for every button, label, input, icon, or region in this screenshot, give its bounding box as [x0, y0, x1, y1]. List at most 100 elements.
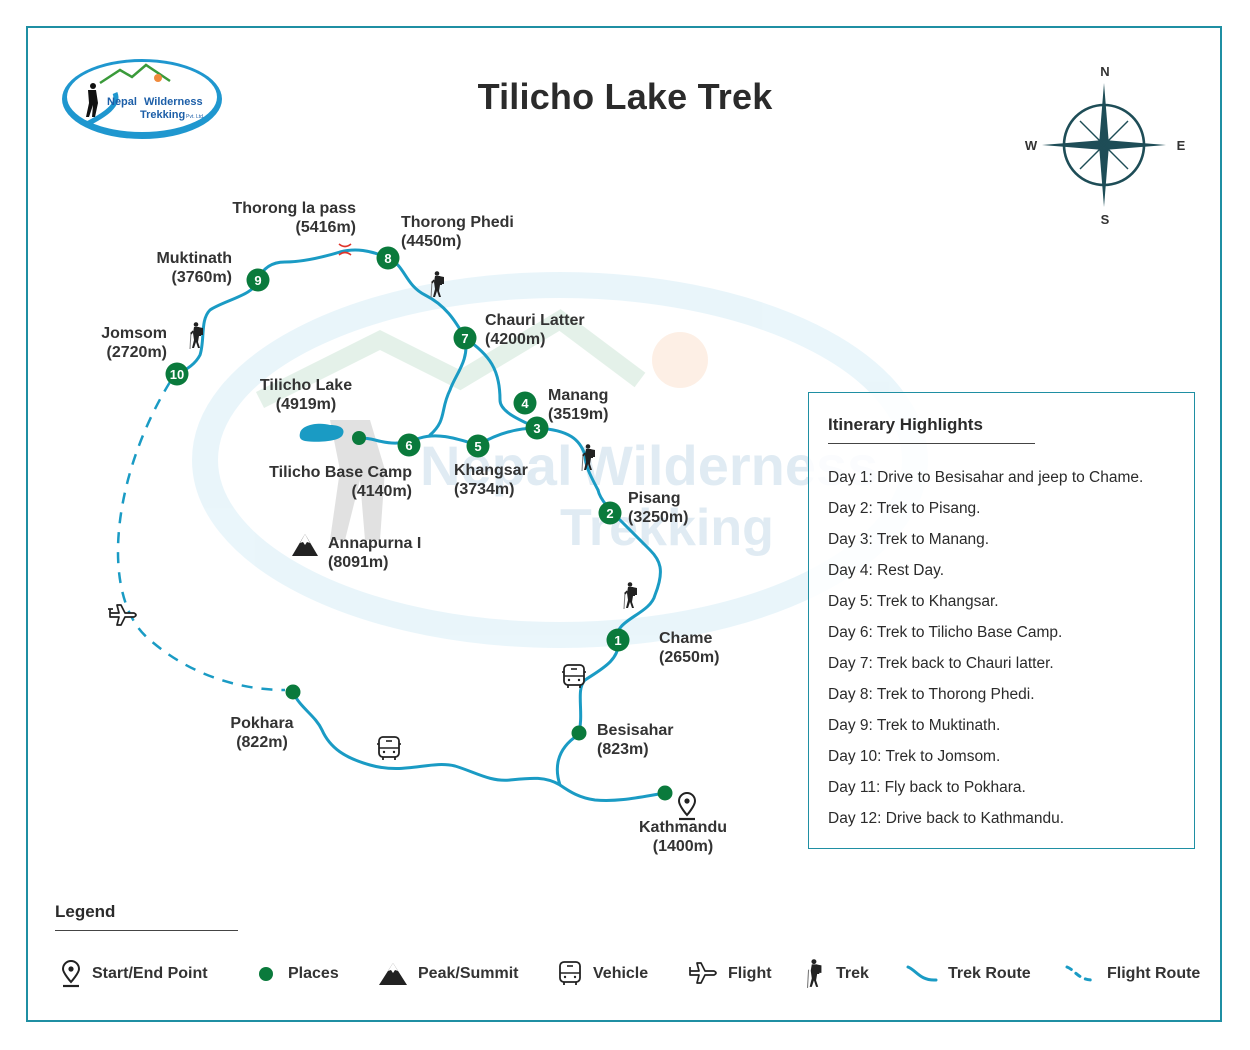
logo-line3: Trekking — [140, 109, 185, 121]
legend-places: Places — [258, 960, 339, 988]
bus-icon — [561, 664, 587, 689]
label-manang: Manang (3519m) — [548, 386, 608, 424]
trek-route-icon — [906, 965, 938, 982]
place-altitude: (823m) — [597, 741, 649, 758]
legend-trek-route: Trek Route — [906, 960, 1031, 988]
legend-peak: Peak/Summit — [378, 960, 518, 988]
plane-icon — [107, 604, 137, 626]
pin-icon — [677, 792, 697, 821]
place-altitude: (822m) — [236, 734, 288, 751]
place-altitude: (4140m) — [351, 483, 412, 500]
itinerary-day: Day 3: Trek to Manang. — [828, 531, 990, 548]
place-name: Pisang — [628, 490, 681, 507]
place-name: Khangsar — [454, 462, 528, 479]
marker-number: 1 — [614, 633, 621, 648]
label-thorong-la-pass: Thorong la pass (5416m) — [222, 199, 356, 237]
itinerary-list: Day 1: Drive to Besisahar and jeep to Ch… — [828, 468, 1143, 840]
place-altitude: (3519m) — [548, 406, 609, 423]
plane-icon — [689, 962, 717, 984]
marker-day-9[interactable]: 9 — [246, 268, 270, 292]
place-name: Annapurna I — [328, 535, 422, 552]
pass-icon — [338, 243, 352, 256]
tilicho-lake-shape — [299, 423, 344, 442]
label-kathmandu: Kathmandu (1400m) — [632, 818, 734, 856]
itinerary-day: Day 5: Trek to Khangsar. — [828, 593, 999, 610]
peak-icon — [379, 963, 407, 985]
label-tilicho-lake: Tilicho Lake (4919m) — [252, 376, 360, 414]
label-jomsom: Jomsom (2720m) — [85, 324, 167, 362]
legend-flight-route: Flight Route — [1065, 960, 1200, 988]
label-annapurna-i: Annapurna I (8091m) — [328, 534, 421, 572]
place-name: Chame — [659, 630, 713, 647]
legend-vehicle: Vehicle — [557, 960, 648, 988]
itinerary-title: Itinerary Highlights — [828, 415, 983, 434]
logo-line1: Nepal — [107, 96, 137, 108]
marker-besisahar[interactable] — [571, 725, 587, 741]
label-besisahar: Besisahar (823m) — [597, 721, 674, 759]
legend-label: Places — [288, 965, 339, 982]
marker-day-2[interactable]: 2 — [598, 501, 622, 525]
label-chame: Chame (2650m) — [659, 629, 719, 667]
compass-rose-icon — [1042, 83, 1166, 207]
itinerary-day: Day 10: Trek to Jomsom. — [828, 748, 1001, 765]
legend-start-end: Start/End Point — [60, 960, 208, 988]
legend-label: Start/End Point — [92, 965, 208, 982]
legend-title: Legend — [55, 902, 116, 921]
label-muktinath: Muktinath (3760m) — [140, 249, 232, 287]
marker-day-5[interactable]: 5 — [466, 434, 490, 458]
itinerary-day: Day 11: Fly back to Pokhara. — [828, 779, 1026, 796]
logo-line2: Wilderness — [144, 96, 203, 108]
marker-number: 6 — [405, 438, 412, 453]
place-name: Pokhara — [230, 715, 294, 732]
label-khangsar: Khangsar (3734m) — [454, 461, 528, 499]
marker-day-8[interactable]: 8 — [376, 246, 400, 270]
marker-day-1[interactable]: 1 — [606, 628, 630, 652]
itinerary-day: Day 12: Drive back to Kathmandu. — [828, 810, 1065, 827]
marker-tilicho-base-dot[interactable] — [352, 431, 366, 445]
marker-day-7[interactable]: 7 — [453, 326, 477, 350]
place-name: Kathmandu — [639, 819, 727, 836]
marker-pokhara[interactable] — [285, 684, 301, 700]
marker-number: 7 — [461, 331, 468, 346]
place-altitude: (2720m) — [106, 344, 167, 361]
company-logo: Nepal Wilderness Trekking Pvt. Ltd. — [62, 59, 222, 139]
place-altitude: (4919m) — [275, 396, 337, 413]
legend-label: Flight — [728, 965, 772, 982]
itinerary-day: Day 6: Trek to Tilicho Base Camp. — [828, 624, 1063, 641]
marker-number: 9 — [254, 273, 261, 288]
compass-east: E — [1177, 138, 1186, 153]
place-altitude: (4200m) — [485, 331, 546, 348]
hiker-icon — [806, 959, 822, 988]
itinerary-day: Day 7: Trek back to Chauri latter. — [828, 655, 1054, 672]
place-name: Muktinath — [156, 250, 232, 267]
place-altitude: (3734m) — [454, 481, 515, 498]
label-pisang: Pisang (3250m) — [628, 489, 688, 527]
bus-icon — [376, 736, 402, 761]
peak-icon — [292, 534, 318, 556]
hiker-icon — [623, 581, 638, 610]
itinerary-day: Day 2: Trek to Pisang. — [828, 500, 981, 517]
page-title: Tilicho Lake Trek — [477, 76, 773, 117]
place-name: Manang — [548, 387, 609, 404]
marker-day-3[interactable]: 3 — [525, 416, 549, 440]
marker-day-4[interactable]: 4 — [513, 391, 537, 415]
marker-number: 10 — [170, 367, 184, 382]
bus-icon — [559, 961, 581, 985]
place-name: Tilicho Lake — [259, 377, 353, 394]
marker-day-6[interactable]: 6 — [397, 433, 421, 457]
itinerary-day: Day 8: Trek to Thorong Phedi. — [828, 686, 1035, 703]
place-altitude: (3760m) — [171, 269, 232, 286]
place-altitude: (1400m) — [652, 838, 714, 855]
legend-divider — [55, 930, 238, 931]
marker-kathmandu[interactable] — [657, 785, 673, 801]
place-dot-icon — [259, 967, 273, 981]
compass-west: W — [1025, 138, 1038, 153]
place-markers: 8 9 10 7 3 4 6 5 2 1 — [165, 246, 673, 801]
marker-day-10[interactable]: 10 — [165, 362, 189, 386]
label-chauri-latter: Chauri Latter (4200m) — [485, 311, 585, 349]
legend-label: Vehicle — [593, 965, 649, 982]
flight-route — [116, 381, 286, 692]
marker-number: 5 — [474, 439, 481, 454]
svg-text:Nepal: Nepal — [420, 434, 573, 497]
svg-text:Trekking: Trekking — [560, 499, 774, 557]
